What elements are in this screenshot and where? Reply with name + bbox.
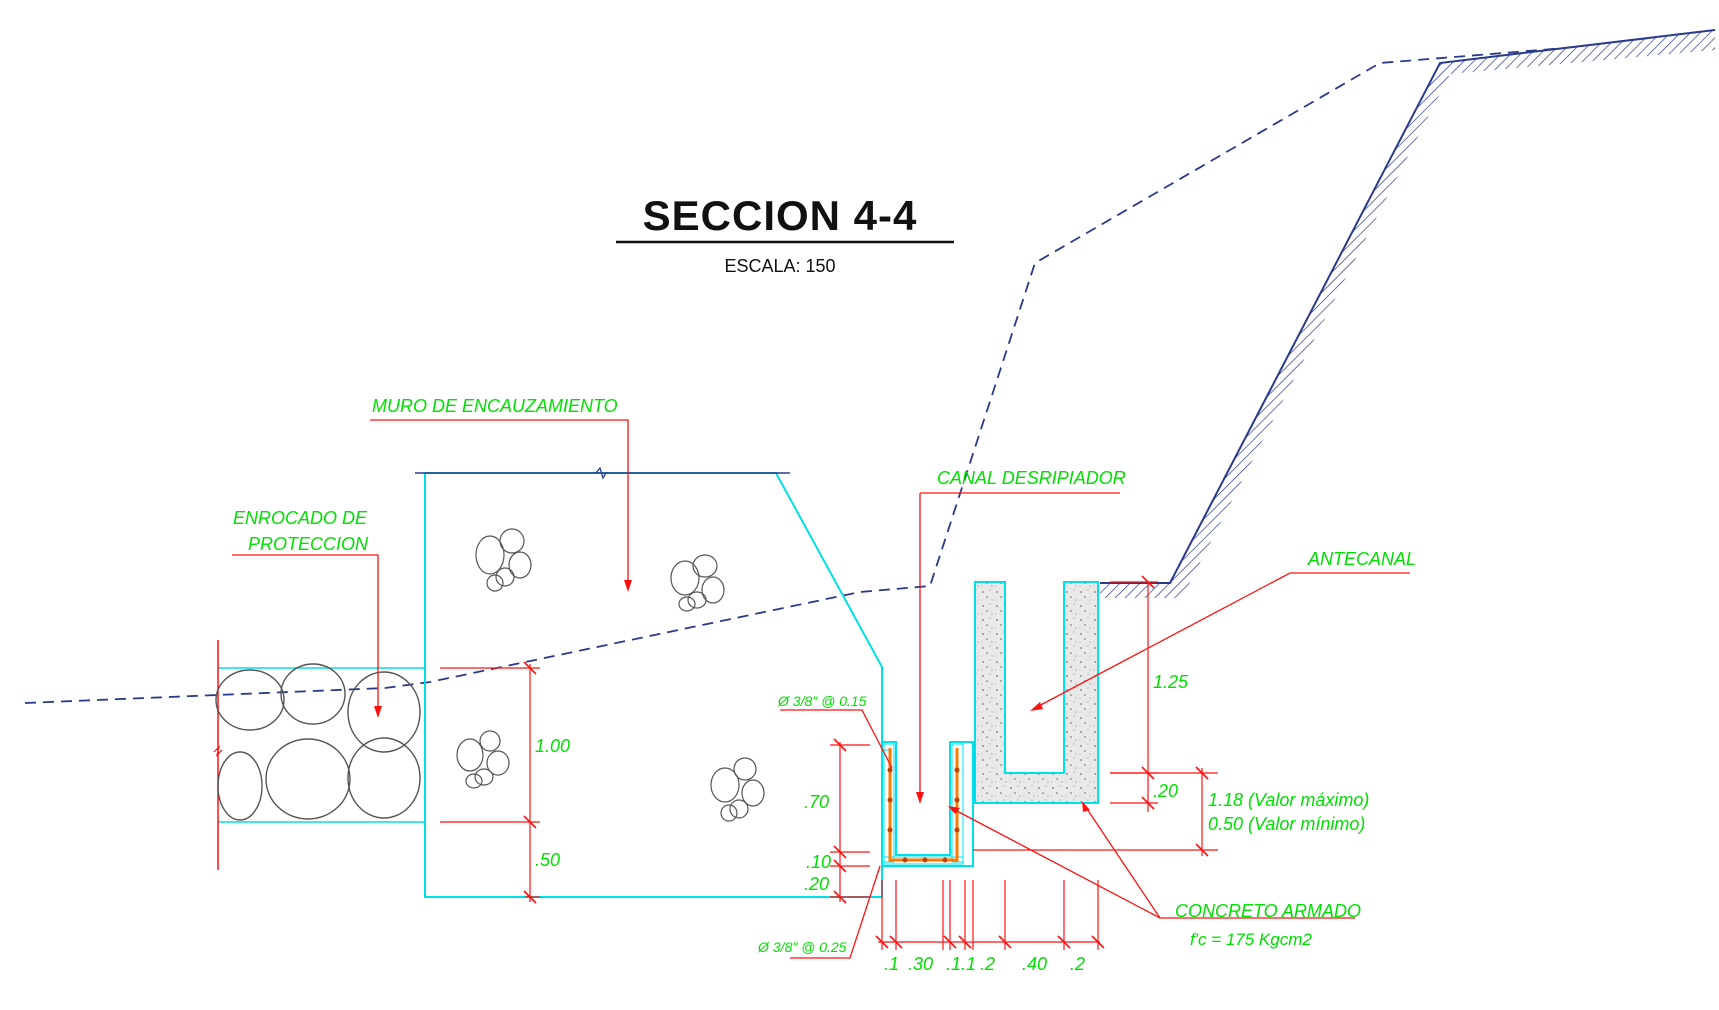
dim-bottom-3: .1.1 — [946, 954, 976, 974]
dim-bottom-2: .30 — [908, 954, 933, 974]
stone-cluster — [475, 528, 532, 592]
dim-bottom-1: .1 — [884, 954, 899, 974]
antecanal — [974, 581, 1099, 804]
boulder — [347, 737, 421, 819]
arrowheads — [374, 580, 1090, 814]
dim-0-20: .20 — [804, 874, 829, 894]
dim-valor-min: 0.50 (Valor mínimo) — [1208, 814, 1365, 834]
title-block: SECCION 4-4 ESCALA: 150 — [616, 192, 954, 276]
stone-cluster — [456, 730, 510, 789]
dimension-lines — [440, 581, 1218, 950]
boulder — [215, 669, 285, 731]
boulder — [217, 751, 263, 821]
label-canal: CANAL DESRIPIADOR — [937, 468, 1126, 488]
label-antecanal: ANTECANAL — [1307, 549, 1416, 569]
dim-bottom-4: .2 — [980, 954, 995, 974]
dim-bottom-6: .2 — [1070, 954, 1085, 974]
dimension-ticks — [523, 575, 1209, 949]
rock-protection — [213, 640, 425, 870]
stone-cluster — [710, 757, 765, 822]
channel-wall — [415, 466, 883, 898]
dim-valor-max: 1.18 (Valor máximo) — [1208, 790, 1369, 810]
dim-0-10: .10 — [806, 852, 831, 872]
dim-0-20-b: .20 — [1153, 781, 1178, 801]
dim-1-25: 1.25 — [1153, 672, 1189, 692]
dim-0-50: .50 — [535, 850, 560, 870]
boulder — [265, 738, 351, 820]
leader-lines — [232, 419, 1410, 959]
label-enrocado-2: PROTECCION — [248, 534, 369, 554]
dimension-labels: 1.00 .50 .70 .10 .20 1.25 .20 1.18 (Valo… — [535, 672, 1369, 974]
label-concreto-2: f'c = 175 Kgcm2 — [1190, 930, 1312, 949]
section-title: SECCION 4-4 — [643, 192, 918, 239]
label-rebar-bottom: Ø 3/8" @ 0.25 — [757, 939, 847, 955]
scale-text: ESCALA: 150 — [724, 256, 835, 276]
desripiador-channel — [881, 741, 974, 867]
annotation-labels: MURO DE ENCAUZAMIENTO ENROCADO DE PROTEC… — [233, 396, 1416, 955]
label-muro: MURO DE ENCAUZAMIENTO — [372, 396, 618, 416]
rebar — [888, 748, 959, 862]
label-rebar-top: Ø 3/8" @ 0.15 — [777, 693, 867, 709]
dim-bottom-5: .40 — [1022, 954, 1047, 974]
dim-0-70: .70 — [804, 792, 829, 812]
label-enrocado-1: ENROCADO DE — [233, 508, 368, 528]
boulder — [280, 663, 346, 725]
dim-1-00: 1.00 — [535, 736, 570, 756]
natural-terrain-line — [24, 47, 1566, 704]
stone-cluster — [670, 554, 725, 612]
hillside-slope — [1100, 29, 1716, 598]
boulder — [347, 671, 421, 753]
label-concreto-1: CONCRETO ARMADO — [1175, 901, 1361, 921]
